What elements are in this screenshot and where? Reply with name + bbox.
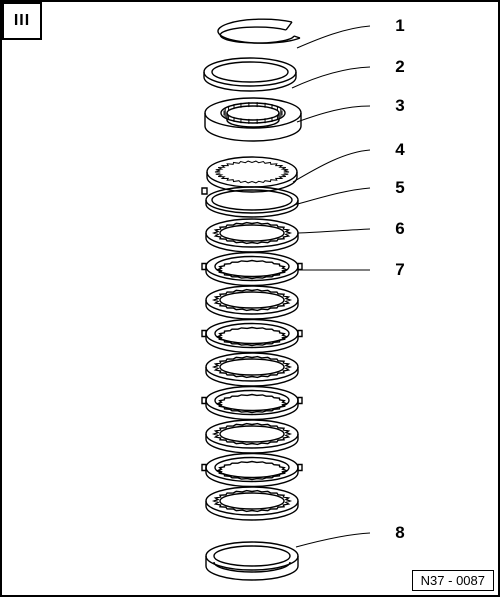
reference-code: N37 - 0087	[411, 570, 494, 591]
clutch-plate-steel	[201, 452, 303, 488]
callout-8: 8	[395, 523, 405, 542]
part-5-ring	[201, 186, 299, 218]
clutch-plate-steel	[201, 318, 303, 354]
callout-7: 7	[395, 260, 405, 279]
clutch-plate-lined	[205, 352, 299, 387]
callout-5: 5	[395, 178, 405, 197]
ring-teeth	[211, 288, 293, 312]
ring-teeth	[216, 393, 288, 414]
ring-teeth	[216, 259, 288, 280]
part-8-ring	[205, 541, 299, 581]
clutch-plate-steel	[201, 251, 303, 287]
ring-teeth	[211, 489, 293, 513]
clutch-plate-stack	[201, 218, 303, 521]
part-3-bearing	[204, 97, 302, 142]
ring-teeth	[211, 355, 293, 379]
ring-teeth	[211, 422, 293, 446]
ring-teeth	[211, 221, 293, 245]
clutch-plate-lined	[205, 486, 299, 521]
ring-teeth	[214, 160, 290, 184]
clutch-plate-lined	[205, 285, 299, 320]
ring-teeth	[216, 326, 288, 347]
part-2-washer	[203, 57, 297, 92]
leader-lines	[291, 25, 371, 548]
clutch-plate-lined	[205, 419, 299, 454]
callout-4: 4	[395, 140, 405, 159]
callout-2: 2	[395, 57, 405, 76]
section-label: III	[2, 2, 42, 40]
callout-6: 6	[395, 219, 405, 238]
clutch-plate-lined	[205, 218, 299, 253]
part-1-snap-ring	[217, 18, 301, 44]
ring-teeth	[216, 460, 288, 481]
callout-1: 1	[395, 16, 405, 35]
callout-3: 3	[395, 96, 405, 115]
clutch-plate-steel	[201, 385, 303, 421]
